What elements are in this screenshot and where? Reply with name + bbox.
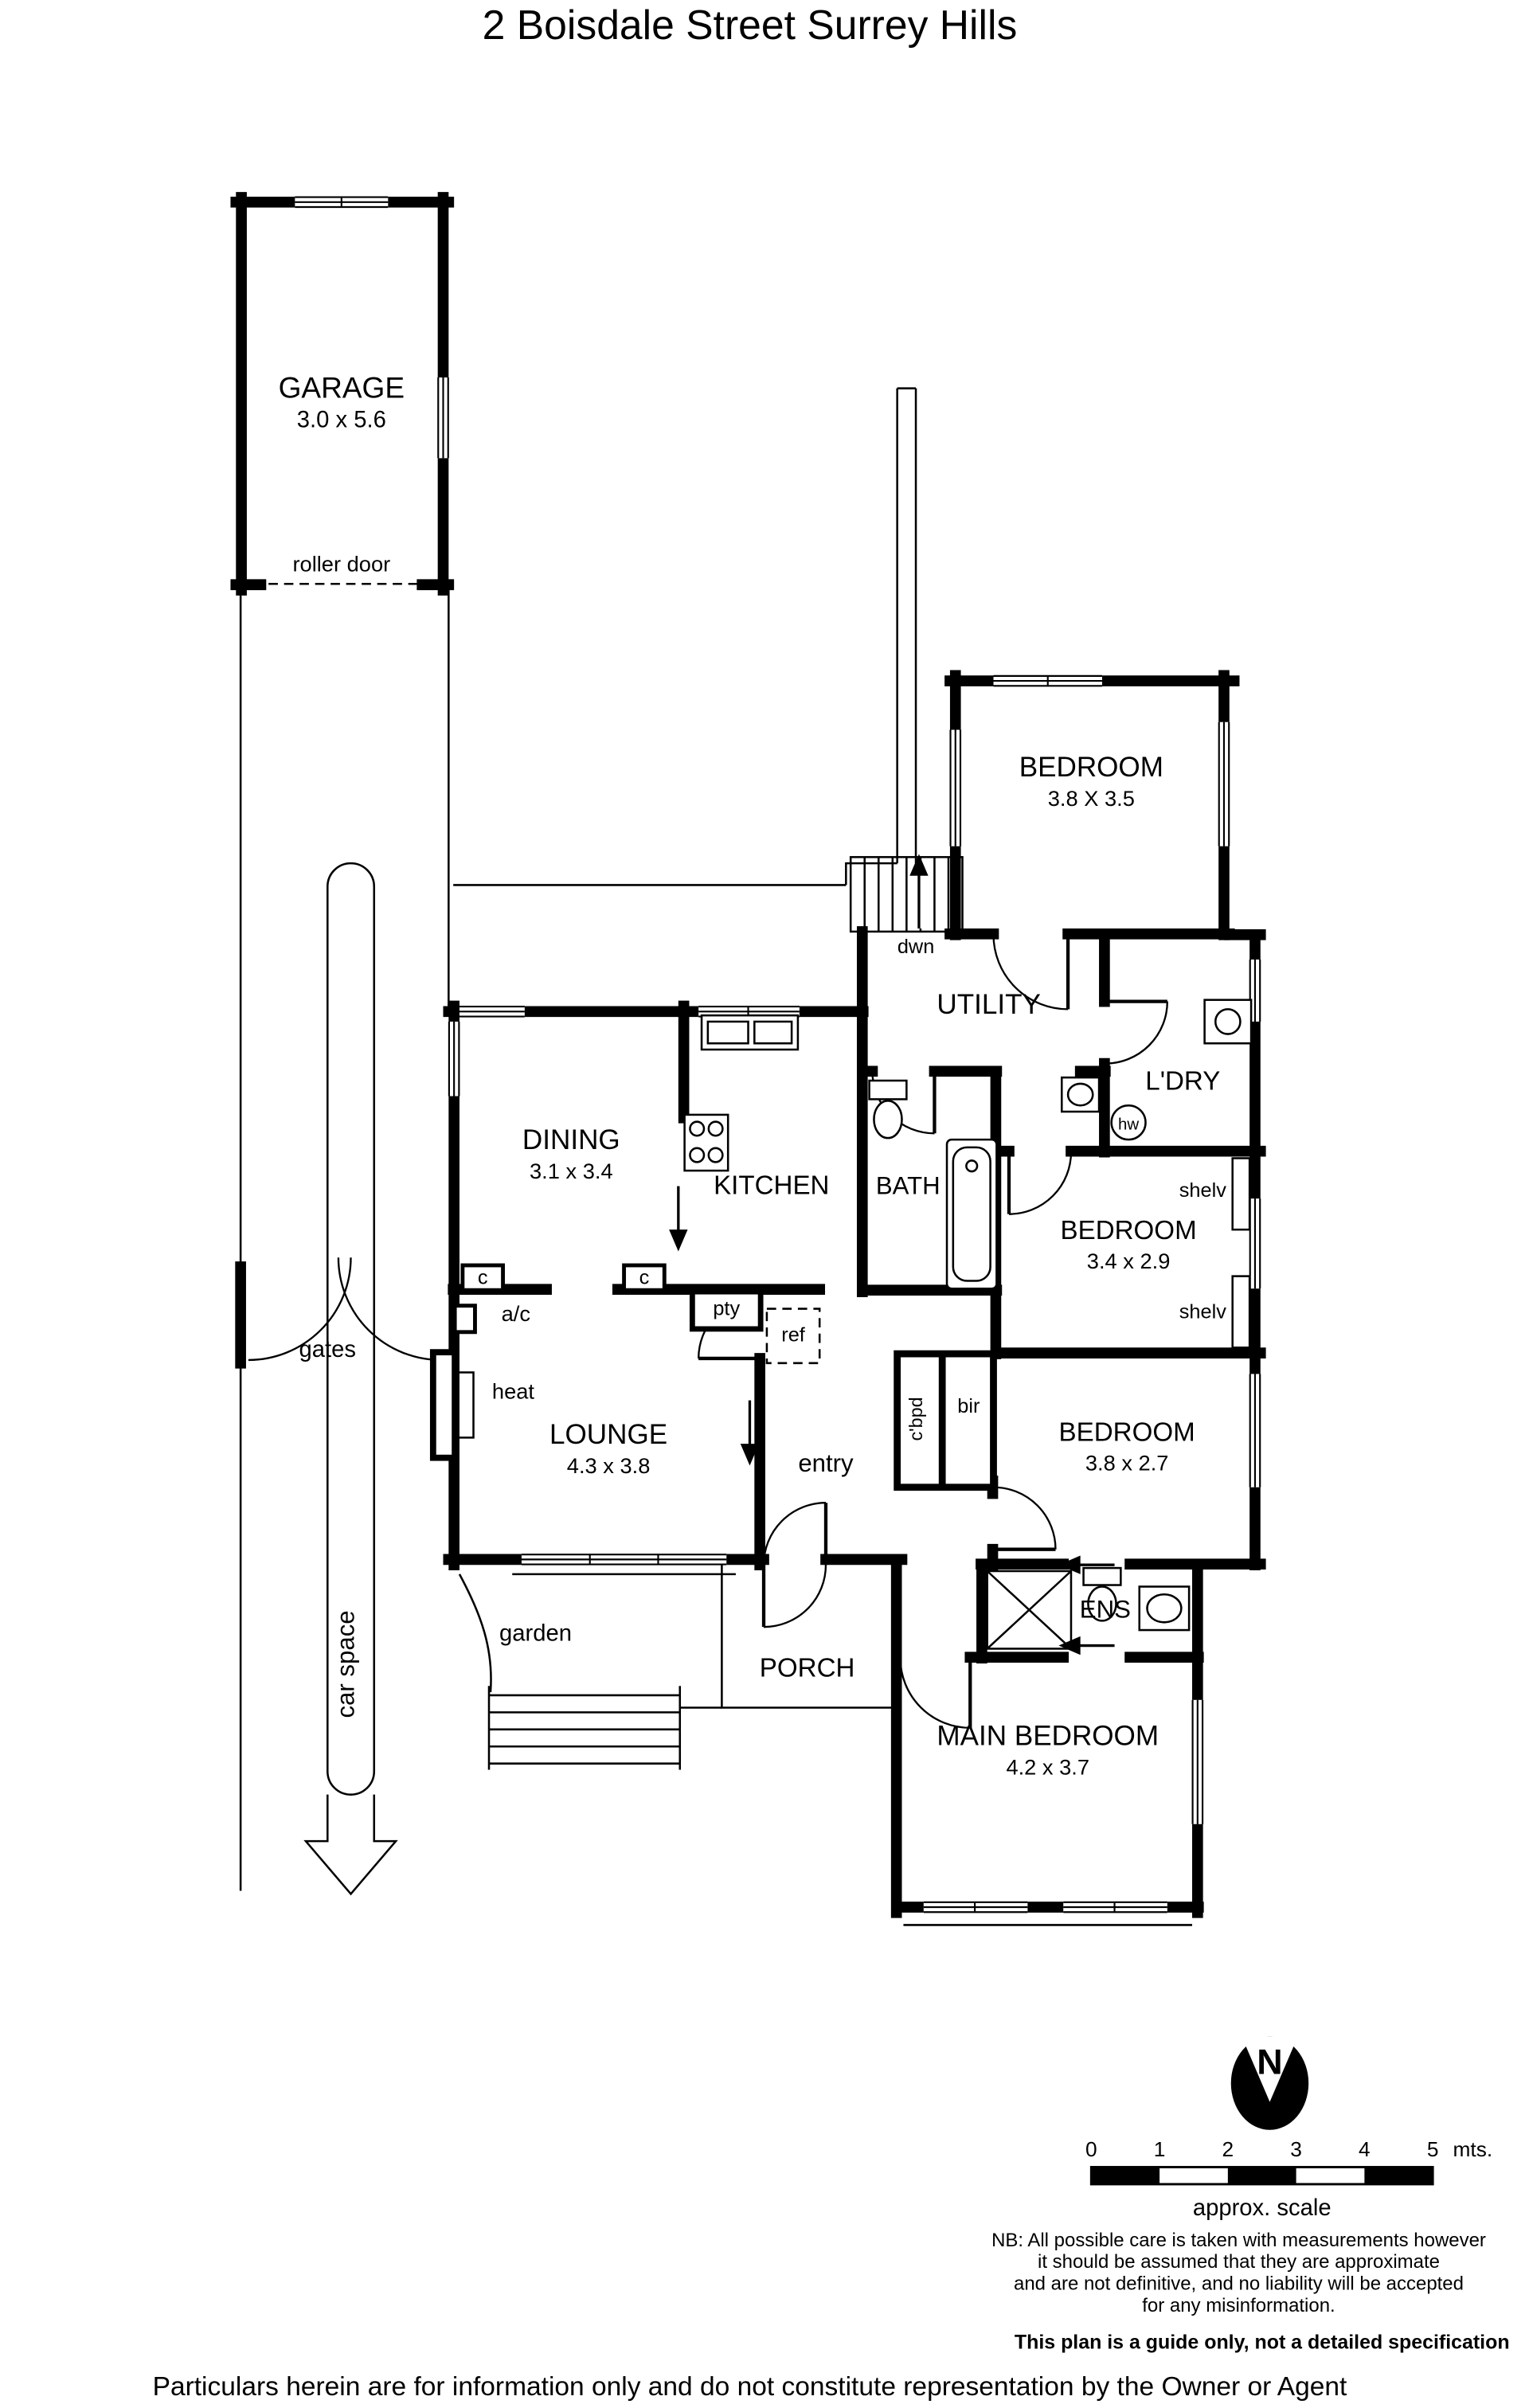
porch-outline (721, 1565, 897, 1709)
gates-label: gates (299, 1337, 356, 1362)
pty-label: pty (713, 1297, 740, 1319)
ref-label: ref (781, 1324, 806, 1347)
shelves (1231, 1157, 1251, 1349)
scale-tick-5: 5 (1427, 2137, 1439, 2161)
hw-label: hw (1118, 1115, 1139, 1133)
room-label-bedroom-tr: BEDROOM (1019, 752, 1163, 783)
hall-basin-icon (1061, 1076, 1101, 1113)
roller-door-label: roller door (292, 552, 390, 577)
north-icon: N (1230, 2036, 1309, 2130)
scale-unit: mts. (1453, 2137, 1492, 2161)
flow-arrows (669, 1186, 1115, 1656)
room-label-bedroom-lower: BEDROOM (1059, 1417, 1195, 1447)
ens-toilet-icon (1082, 1566, 1122, 1622)
room-dims-bedroom-tr: 3.8 X 3.5 (1048, 786, 1135, 811)
car-space-outline (327, 862, 376, 1796)
notes-block: NB: All possible care is taken with meas… (991, 2230, 1509, 2354)
stairs-up-arrow (909, 854, 929, 876)
north-label: N (1257, 2042, 1282, 2082)
shower-icon (986, 1570, 1073, 1650)
gate-swing-left (248, 1257, 352, 1362)
nb-line-1: NB: All possible care is taken with meas… (991, 2230, 1486, 2251)
shelv-bottom-label: shelv (1179, 1300, 1226, 1323)
room-dims-bedroom-mid: 3.4 x 2.9 (1087, 1249, 1171, 1273)
bathtub-icon (945, 1138, 998, 1290)
scale-tick-2: 2 (1222, 2137, 1234, 2161)
stairs (849, 854, 964, 933)
closet-left-label: c (478, 1266, 488, 1288)
scale-tick-1: 1 (1154, 2137, 1166, 2161)
car-space-label: car space (331, 1610, 359, 1718)
scale-caption: approx. scale (1193, 2195, 1332, 2221)
boundary-lines (453, 387, 917, 886)
room-label-main-bedroom: MAIN BEDROOM (937, 1720, 1159, 1751)
entry-label: entry (798, 1449, 854, 1477)
room-label-kitchen: KITCHEN (714, 1171, 829, 1200)
shelv-top-label: shelv (1179, 1179, 1226, 1202)
driveway (235, 590, 450, 1896)
room-label-lounge: LOUNGE (549, 1419, 667, 1450)
bir-label: bir (957, 1395, 980, 1417)
laundry-trough-icon (1203, 999, 1253, 1045)
closet-right-label: c (639, 1266, 650, 1288)
closet-block (894, 1350, 997, 1491)
room-label-garage: GARAGE (279, 370, 405, 404)
kitchen-sink-icon (700, 1014, 800, 1051)
dwn-label: dwn (897, 936, 934, 958)
fridge-space (765, 1308, 821, 1365)
ens-basin-icon (1138, 1585, 1191, 1632)
garden-label: garden (499, 1621, 572, 1647)
gate-swing-right (337, 1257, 441, 1362)
room-label-bath: BATH (876, 1171, 940, 1199)
nb-line-3: and are not definitive, and no liability… (1014, 2273, 1464, 2294)
nb-line-2: it should be assumed that they are appro… (1038, 2251, 1440, 2273)
cbpd-label: c'bpd (905, 1397, 926, 1440)
room-label-laundry: L'DRY (1145, 1067, 1220, 1096)
bath-toilet-icon (868, 1079, 908, 1140)
pantry-box (689, 1288, 764, 1332)
stove-icon (683, 1113, 729, 1172)
page-title: 2 Boisdale Street Surrey Hills (483, 2, 1018, 48)
footer-disclaimer: Particulars herein are for information o… (153, 2372, 1347, 2402)
room-label-bedroom-mid: BEDROOM (1061, 1216, 1197, 1245)
room-label-ens: ENS (1080, 1595, 1131, 1623)
ac-label: a/c (502, 1301, 530, 1326)
room-dims-bedroom-lower: 3.8 x 2.7 (1085, 1450, 1169, 1475)
scale-bar: 0 1 2 3 4 5 mts. approx. scale (1085, 2137, 1492, 2221)
room-dims-dining: 3.1 x 3.4 (530, 1159, 613, 1183)
closet-boxes (460, 1263, 667, 1292)
driveway-arrow (303, 1794, 398, 1896)
garage-structure (230, 192, 455, 596)
scale-tick-0: 0 (1085, 2137, 1097, 2161)
room-dims-lounge: 4.3 x 3.8 (567, 1453, 651, 1478)
garden-steps (458, 1573, 722, 1770)
scale-tick-4: 4 (1359, 2137, 1371, 2161)
room-dims-main-bedroom: 4.2 x 3.7 (1006, 1754, 1089, 1779)
heat-label: heat (492, 1379, 534, 1404)
room-label-dining: DINING (522, 1124, 620, 1155)
scale-tick-3: 3 (1290, 2137, 1302, 2161)
room-dims-garage: 3.0 x 5.6 (297, 407, 386, 432)
ac-unit-icon (452, 1304, 477, 1335)
nb-line-4: for any misinformation. (1142, 2295, 1335, 2316)
hot-water-icon (1110, 1104, 1147, 1141)
guide-note: This plan is a guide only, not a detaile… (1015, 2332, 1510, 2354)
room-label-porch: PORCH (760, 1654, 855, 1683)
room-label-utility: UTILITY (937, 989, 1041, 1020)
heater-icon (429, 1349, 475, 1461)
